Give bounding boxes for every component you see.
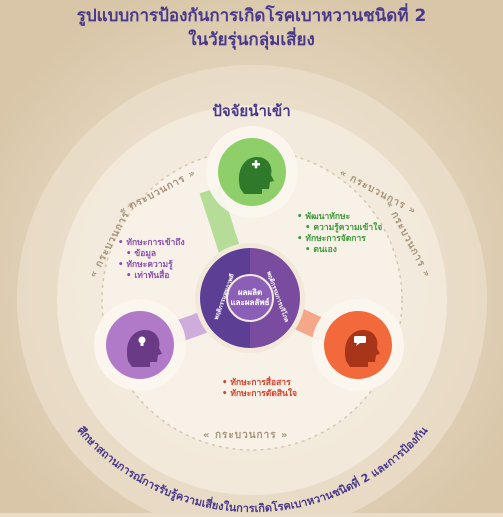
bottom-bullet-list: ทักษะการสื่อสาร ทักษะการตัดสินใจ	[222, 378, 297, 400]
left-bullet-1b: ข้อมูล	[118, 249, 185, 260]
input-label: ปัจจัยนำเข้า	[212, 102, 291, 120]
center-core-line2: และผลลัพธ์	[230, 298, 270, 307]
head-lightbulb-icon	[126, 330, 162, 367]
left-bullet-list: ทักษะการเข้าถึง ข้อมูล ทักษะความรู้ เท่า…	[118, 238, 185, 282]
right-bullet-1b: ความรู้ความเข้าใจ	[297, 223, 382, 234]
right-bullet-2: ทักษะการจัดการ	[297, 234, 382, 245]
dashed-ring	[101, 149, 403, 451]
right-bullet-1: พัฒนาทักษะ	[297, 212, 382, 223]
right-bullet-list: พัฒนาทักษะ ความรู้ความเข้าใจ ทักษะการจัด…	[297, 212, 382, 256]
center-segment-right	[250, 248, 300, 348]
process-label-bottom: « กระบวนการ »	[203, 430, 289, 441]
head-plus-icon	[238, 157, 274, 194]
left-bullet-2: ทักษะความรู้	[118, 260, 185, 271]
page-title-line1: รูปแบบการป้องกันการเกิดโรคเบาหวานชนิดที่…	[76, 6, 427, 26]
right-bullet-2b: ตนเอง	[297, 245, 382, 256]
center-core-label: ผลผลิต และผลลัพธ์	[226, 288, 274, 308]
head-speech-icon	[344, 330, 380, 367]
bottom-bullet-2: ทักษะการตัดสินใจ	[222, 389, 297, 400]
center-core	[226, 274, 274, 322]
left-bullet-1: ทักษะการเข้าถึง	[118, 238, 184, 249]
page-title-line2: ในวัยรุ่นกลุ่มเสี่ยง	[188, 30, 315, 50]
bottom-bullet-1: ทักษะการสื่อสาร	[222, 378, 297, 389]
center-core-line1: ผลผลิต	[237, 288, 263, 297]
left-bullet-2b: เท่าทันสื่อ	[118, 271, 185, 282]
center-segment-left	[200, 248, 250, 348]
